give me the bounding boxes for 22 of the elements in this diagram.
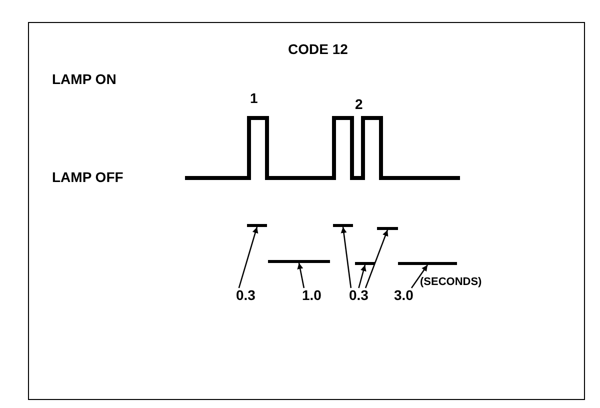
duration-value: 3.0 (394, 288, 414, 302)
leader-arrow (340, 226, 352, 288)
duration-value: 0.3 (349, 288, 368, 302)
duration-bar (247, 224, 267, 227)
duration-bar (268, 260, 330, 263)
duration-value: 0.3 (236, 288, 256, 302)
duration-bar (398, 262, 457, 265)
duration-value: 1.0 (302, 288, 322, 302)
leader-arrow (364, 230, 388, 288)
leader-arrow (297, 262, 305, 288)
leader-arrow (410, 264, 428, 288)
leader-arrow (238, 226, 258, 288)
duration-bar (333, 224, 353, 227)
duration-bar (377, 227, 398, 230)
chart-title: CODE 12 (288, 42, 348, 56)
pulse-number: 2 (355, 97, 363, 111)
unit-label: (SECONDS) (420, 277, 482, 288)
state-label: LAMP ON (52, 72, 116, 86)
pulse-number: 1 (250, 91, 258, 105)
state-label: LAMP OFF (52, 170, 124, 184)
duration-bar (355, 262, 375, 265)
leader-arrow (358, 264, 366, 288)
